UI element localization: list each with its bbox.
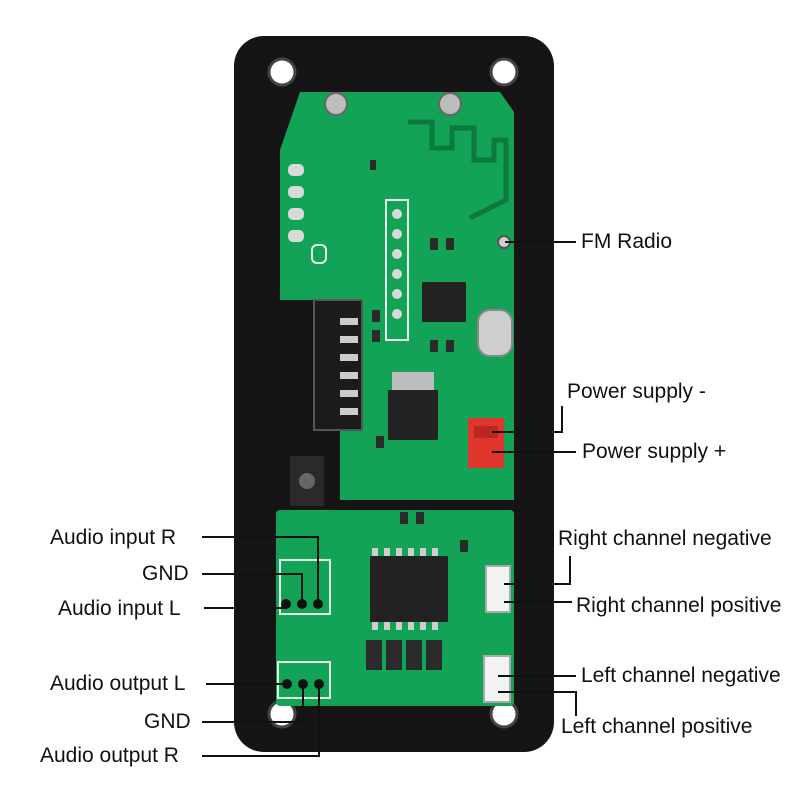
smd-components	[370, 160, 468, 552]
amp-pins	[372, 548, 438, 630]
pin-header-pads	[288, 164, 327, 264]
label-power-supply-negative: Power supply -	[567, 380, 706, 403]
crystal	[477, 309, 513, 357]
leader-gnd-out	[202, 684, 304, 723]
label-fm-radio: FM Radio	[581, 230, 673, 253]
label-audio-input-r: Audio input R	[50, 526, 177, 549]
label-left-channel-negative: Left channel negative	[581, 664, 781, 687]
amplifier-chip	[370, 556, 448, 622]
header-pins	[392, 209, 402, 319]
bluetooth-chip	[422, 282, 466, 322]
label-gnd-output: GND	[144, 710, 191, 733]
audio-in-l-pin	[281, 599, 291, 609]
leader-gnd-in	[202, 573, 303, 604]
label-audio-output-l: Audio output L	[50, 672, 186, 695]
leader-lines	[202, 241, 577, 757]
right-speaker-connector	[485, 565, 511, 613]
label-gnd-input: GND	[142, 562, 189, 585]
mount-hole-top-left	[267, 57, 297, 87]
leader-audio-out-r	[202, 684, 320, 757]
leader-right-neg	[504, 556, 571, 585]
label-right-channel-positive: Right channel positive	[576, 594, 782, 617]
label-power-supply-positive: Power supply +	[582, 440, 727, 463]
antenna-trace	[408, 119, 509, 221]
label-right-channel-negative: Right channel negative	[558, 527, 772, 550]
voltage-regulator	[392, 372, 434, 392]
regulator-body	[388, 390, 438, 440]
leader-left-pos	[498, 691, 577, 716]
sd-contacts	[340, 318, 358, 415]
power-connector	[468, 418, 504, 468]
label-audio-output-r: Audio output R	[40, 744, 179, 767]
leader-power-neg	[492, 406, 563, 433]
screw-right	[438, 92, 462, 116]
left-speaker-connector	[483, 655, 511, 703]
audio-input-header	[279, 559, 331, 615]
mount-hole-top-right	[489, 57, 519, 87]
label-audio-input-l: Audio input L	[58, 597, 181, 620]
label-left-channel-positive: Left channel positive	[561, 715, 753, 738]
inductors	[366, 640, 442, 670]
vertical-header	[385, 199, 409, 341]
screw-left	[324, 92, 348, 116]
leader-audio-in-r	[202, 536, 319, 604]
